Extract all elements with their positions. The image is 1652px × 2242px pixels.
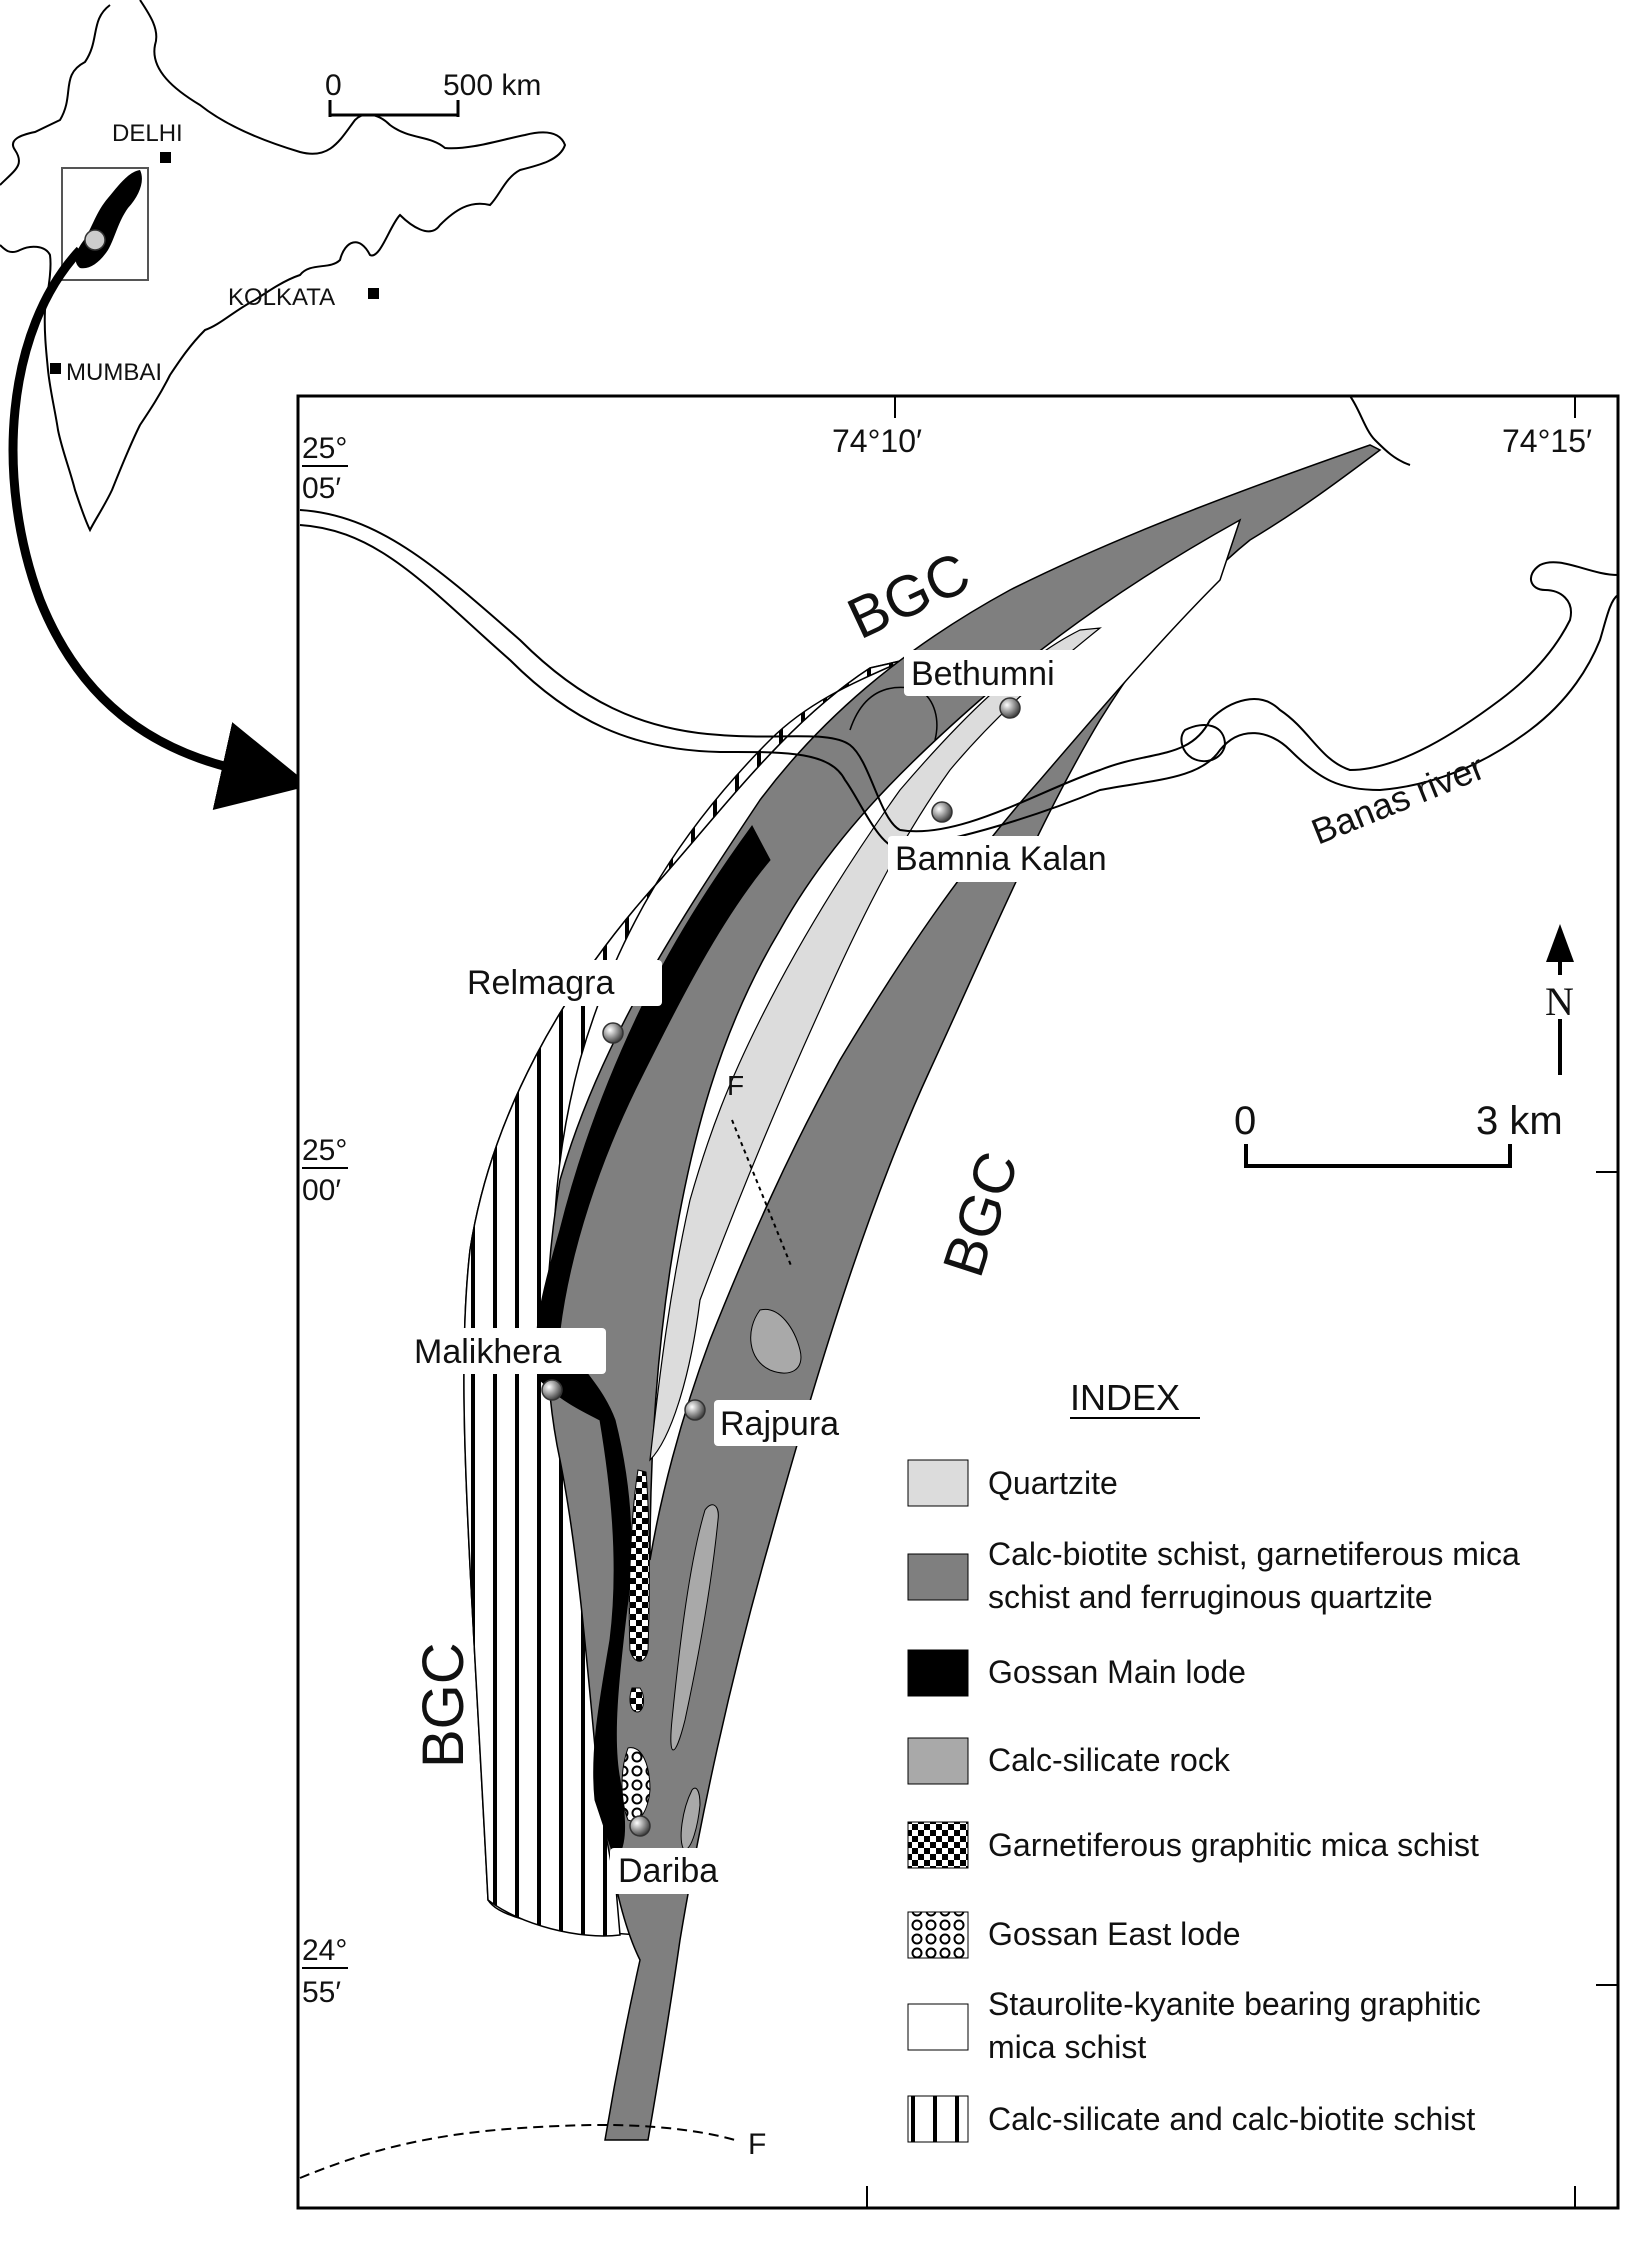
city-marker-mumbai [50,363,61,374]
frame-ticks [866,396,1618,2208]
location-arrow [8,246,311,811]
banas-river-island [1180,724,1227,763]
latitude-label-25-00-deg: 25° [302,1134,347,1167]
study-area-blob [75,170,142,269]
locality-label-malikhera: Malikhera [414,1333,561,1371]
city-label-kolkata: KOLKATA [228,284,335,311]
inset-scale-end: 500 km [443,69,541,102]
calc-silicate-lens-2 [670,1504,719,1751]
legend-item-staurolite-kyanite: Staurolite-kyanite bearing graphitic mic… [907,1986,1481,2065]
latitude-label-25-05-deg: 25° [302,432,347,465]
calc-silicate-lens-1 [750,1308,802,1374]
latitude-label-25-00-min: 00′ [302,1174,341,1207]
locality-relmagra: Relmagra [460,960,662,1044]
legend-swatch-checker-pattern [907,1821,969,1869]
inset-scale-bar: 0 500 km [325,69,541,117]
locality-label-bethumni: Bethumni [911,655,1055,693]
city-marker-delhi [160,152,171,163]
locality-bethumni: Bethumni [904,650,1106,719]
legend-item-gossan-east-lode: Gossan East lode [907,1911,1241,1959]
city-marker-kolkata [368,288,379,299]
locality-label-relmagra: Relmagra [467,964,614,1002]
locality-label-bamnia-kalan: Bamnia Kalan [895,840,1107,878]
study-area-marker [84,229,106,251]
locality-label-dariba: Dariba [618,1852,718,1890]
legend-label-quartzite: Quartzite [988,1465,1118,1501]
legend-title: INDEX [1070,1377,1180,1418]
longitude-label-74-10: 74°10′ [832,423,922,459]
locality-dariba: Dariba [610,1815,750,1894]
latitude-label-24-55-deg: 24° [302,1934,347,1967]
main-scale-bar: 0 3 km [1234,1099,1563,1168]
legend-item-calc-biotite-schist: Calc-biotite schist, garnetiferous mica … [907,1536,1520,1615]
legend-item-garnetiferous-graphitic-mica-schist: Garnetiferous graphitic mica schist [907,1821,1479,1869]
garnetiferous-graphitic-lens-2 [629,1687,644,1713]
legend-label-staurolite-kyanite-2: mica schist [988,2029,1146,2065]
legend-label-staurolite-kyanite-1: Staurolite-kyanite bearing graphitic [988,1986,1481,2022]
longitude-label-74-15: 74°15′ [1502,423,1592,459]
locality-dot-relmagra [602,1022,624,1044]
north-arrow: N [1540,924,1580,1075]
legend-swatch-calc-silicate-rock [907,1737,969,1785]
legend-item-gossan-main-lode: Gossan Main lode [907,1649,1246,1697]
calc-silicate-lens-3 [680,1787,701,1851]
inset-india-map: 0 500 km DELHI KOLKATA MUMBAI [0,0,567,533]
locality-dot-dariba [629,1815,651,1837]
inset-scale-start: 0 [325,69,342,102]
legend-label-calc-biotite-schist-2: schist and ferruginous quartzite [988,1579,1433,1615]
legend-swatch-staurolite-kyanite [907,2003,969,2051]
city-label-mumbai: MUMBAI [66,359,162,386]
legend-label-gossan-east-lode: Gossan East lode [988,1916,1241,1952]
banas-river-tributary [1349,395,1411,466]
main-scale-start: 0 [1234,1099,1256,1143]
banas-river-north-bank [299,509,1619,833]
legend-swatch-circle-pattern [907,1911,969,1959]
legend-item-calc-silicate-rock: Calc-silicate rock [907,1737,1231,1785]
locality-bamnia-kalan: Bamnia Kalan [888,801,1170,882]
bgc-label-west: BGC [411,1642,476,1768]
locality-dot-rajpura [684,1399,706,1421]
main-scale-end: 3 km [1476,1099,1563,1143]
legend: INDEX Quartzite Calc-biotite schist, gar… [907,1377,1520,2143]
legend-label-calc-biotite-schist-1: Calc-biotite schist, garnetiferous mica [988,1536,1520,1572]
fault-line-south [299,2123,736,2179]
legend-label-calc-silicate-calc-biotite-schist: Calc-silicate and calc-biotite schist [988,2101,1475,2137]
fault-label-south: F [748,2128,766,2161]
legend-label-garnetiferous-graphitic-mica-schist: Garnetiferous graphitic mica schist [988,1827,1479,1863]
locality-dot-malikhera [541,1379,563,1401]
legend-swatch-vertical-stripe-pattern [907,2095,969,2143]
legend-swatch-calc-biotite-schist [907,1553,969,1601]
main-geological-map: 74°10′ 74°15′ 25° 05′ 25° 00′ 24° 55′ BG… [296,394,1620,2210]
latitude-label-24-55-min: 55′ [302,1976,341,2009]
locality-label-rajpura: Rajpura [720,1405,839,1443]
locality-malikhera: Malikhera [408,1328,606,1401]
banas-river-south-bank [299,524,1619,850]
legend-swatch-quartzite [907,1459,969,1507]
legend-label-gossan-main-lode: Gossan Main lode [988,1654,1246,1690]
latitude-label-25-05-min: 05′ [302,472,341,505]
fault-line-north [731,1119,793,1269]
locality-dot-bethumni [999,697,1021,719]
locality-rajpura: Rajpura [684,1399,876,1446]
legend-label-calc-silicate-rock: Calc-silicate rock [988,1742,1231,1778]
north-arrow-label: N [1545,979,1574,1024]
legend-item-calc-silicate-calc-biotite-schist: Calc-silicate and calc-biotite schist [907,2095,1475,2143]
garnetiferous-graphitic-lens-1 [628,1469,650,1662]
locality-dot-bamnia-kalan [931,801,953,823]
inset-locator-box [61,167,149,281]
city-label-delhi: DELHI [112,120,183,147]
legend-item-quartzite: Quartzite [907,1459,1118,1507]
fault-label-north: F [727,1070,744,1101]
legend-swatch-gossan-main-lode [907,1649,969,1697]
